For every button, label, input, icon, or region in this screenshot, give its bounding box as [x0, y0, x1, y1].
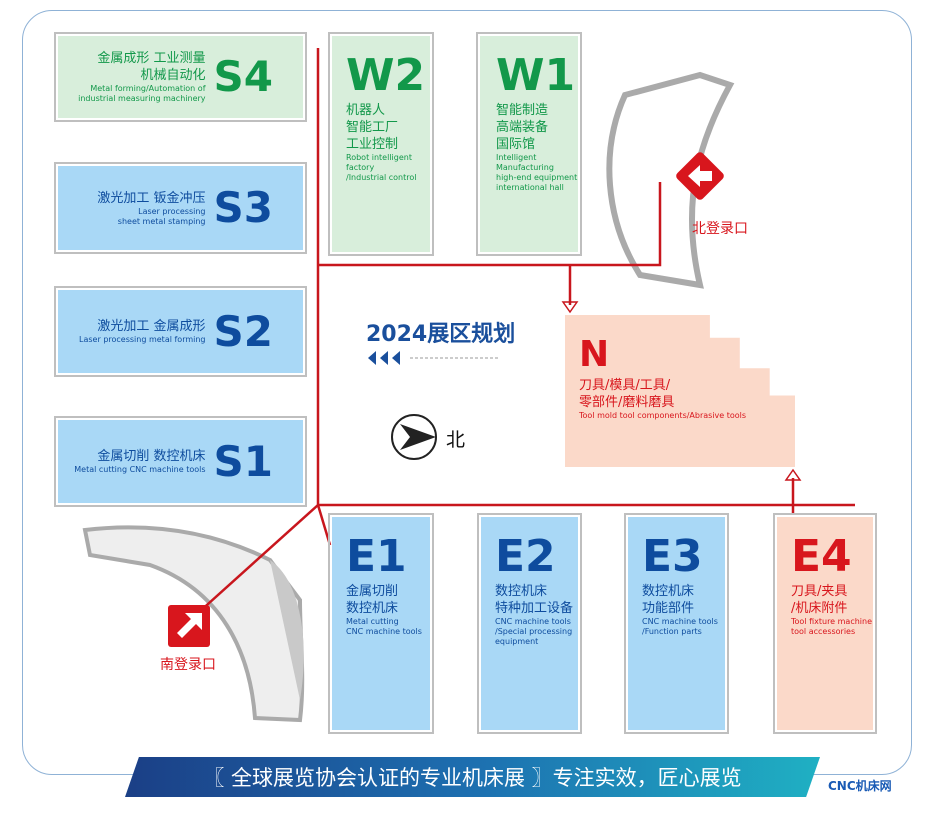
hall-e3-en2: /Function parts	[642, 627, 702, 636]
hall-w1-code: W1	[496, 50, 576, 101]
hall-e1-en: Metal cutting	[346, 617, 399, 626]
hall-n-cn: 刀具/模具/工具/	[579, 378, 671, 393]
hall-e2-en3: equipment	[495, 637, 539, 646]
hall-w2-cn3: 工业控制	[346, 137, 399, 152]
hall-e3[interactable]: E3 数控机床功能部件 CNC machine tools/Function p…	[624, 513, 729, 734]
hall-s1-en: Metal cutting CNC machine tools	[74, 465, 206, 474]
hall-w1-en: Intelligent	[496, 153, 537, 162]
hall-w2-code: W2	[346, 50, 426, 101]
hall-w2-en3: /Industrial control	[346, 173, 417, 182]
hall-e2-cn: 数控机床	[495, 584, 548, 599]
hall-w2-cn2: 智能工厂	[346, 120, 399, 135]
hall-w2-en2: factory	[346, 163, 375, 172]
hall-e1-cn2: 数控机床	[346, 601, 399, 616]
compass-icon	[391, 414, 437, 460]
north-entrance-label: 北登录口	[692, 221, 748, 237]
hall-e2-cn2: 特种加工设备	[495, 601, 574, 616]
slogan-banner: 〖 全球展览协会认证的专业机床展 〗专注实效，匠心展览	[125, 757, 820, 797]
hall-e2-code: E2	[495, 531, 556, 582]
hall-w1-cn3: 国际馆	[496, 137, 536, 152]
hall-e3-cn2: 功能部件	[642, 601, 695, 616]
south-entrance-label: 南登录口	[160, 657, 216, 673]
hall-n-en: Tool mold tool components/Abrasive tools	[579, 411, 747, 420]
north-entrance-sign-icon	[676, 152, 724, 200]
hall-s2-en: Laser processing metal forming	[79, 335, 206, 344]
hall-s1-code: S1	[213, 436, 273, 486]
hall-w1-cn2: 高端装备	[496, 120, 549, 135]
hall-e4-en: Tool fixture machine	[791, 617, 873, 626]
watermark: CNC机床网	[828, 779, 892, 793]
hall-s2-cn: 激光加工 金属成形	[97, 319, 206, 334]
hall-n-code: N	[579, 334, 610, 375]
hall-e4-cn2: /机床附件	[791, 601, 848, 616]
hall-e1-en2: CNC machine tools	[346, 627, 422, 636]
hall-n-cn2: 零部件/磨料磨具	[579, 395, 675, 410]
north-entrance-structure	[606, 71, 735, 289]
hall-w1-en3: high-end equipment	[496, 173, 578, 182]
hall-e1-cn: 金属切削	[346, 584, 399, 599]
hall-s3-code: S3	[213, 183, 273, 232]
hall-e4-code: E4	[791, 531, 852, 582]
hall-e2[interactable]: E2 数控机床特种加工设备 CNC machine tools/Special …	[477, 513, 582, 734]
hall-s3-en2: sheet metal stamping	[117, 216, 206, 226]
hall-s4-en: Metal forming/Automation of	[90, 84, 206, 93]
hall-e3-en: CNC machine tools	[642, 617, 718, 626]
hall-e2-en: CNC machine tools	[495, 617, 571, 626]
hall-w1-en2: Manufacturing	[496, 163, 554, 172]
hall-s3-cn: 激光加工 钣金冲压	[97, 190, 206, 206]
hall-e1-code: E1	[346, 531, 407, 582]
map-title: 2024展区规划	[366, 322, 516, 347]
hall-s3-en: Laser processing	[138, 206, 206, 216]
hall-s4-code: S4	[213, 52, 273, 101]
hall-s4-cn: 金属成形 工业测量	[97, 51, 206, 66]
hall-s1-cn: 金属切削 数控机床	[97, 449, 206, 464]
hall-s4-en2: industrial measuring machinery	[78, 94, 206, 103]
hall-e4-en2: tool accessories	[791, 627, 856, 636]
hall-s2-code: S2	[213, 306, 273, 356]
hall-e4-cn: 刀具/夹具	[791, 584, 848, 599]
hall-w1-en4: international hall	[496, 183, 564, 192]
hall-e3-cn: 数控机床	[642, 584, 695, 599]
north-label: 北	[446, 429, 466, 451]
slogan-text: 〖 全球展览协会认证的专业机床展 〗专注实效，匠心展览	[203, 766, 742, 790]
hall-w2-cn: 机器人	[346, 103, 386, 118]
hall-e3-code: E3	[642, 531, 703, 582]
south-entrance-sign-icon	[168, 605, 210, 647]
hall-e2-en2: /Special processing	[495, 627, 573, 636]
hall-w2-en: Robot intelligent	[346, 153, 412, 162]
hall-s4-cn2: 机械自动化	[140, 68, 206, 83]
hall-w1-cn: 智能制造	[496, 103, 549, 118]
direction-arrows-icon	[368, 351, 400, 365]
